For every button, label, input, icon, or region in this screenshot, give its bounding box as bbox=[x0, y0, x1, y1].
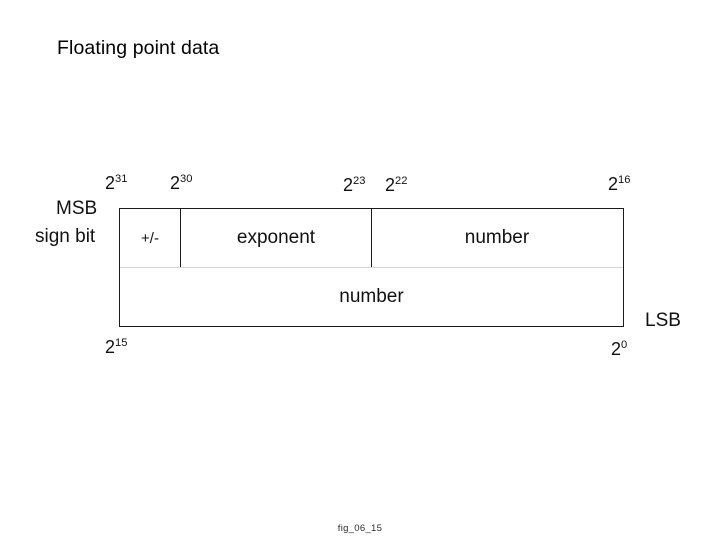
bit-tick-exponent: 30 bbox=[180, 173, 193, 185]
bitfield-cell-number-low: number bbox=[339, 286, 404, 307]
bitfield-row-lower-word: number bbox=[120, 268, 623, 326]
sign-bit-label: sign bit bbox=[35, 226, 96, 247]
bit-tick-base: 2 bbox=[608, 174, 619, 194]
page-title: Floating point data bbox=[57, 37, 220, 59]
bitfield-cell-number-high: number bbox=[464, 227, 530, 248]
bit-tick-exponent: 23 bbox=[353, 175, 366, 187]
bit-tick-2-22: 222 bbox=[385, 175, 408, 195]
bit-tick-base: 2 bbox=[105, 337, 116, 357]
figure-caption: fig_06_15 bbox=[337, 523, 383, 534]
bit-tick-base: 2 bbox=[385, 175, 396, 195]
bit-tick-2-23: 223 bbox=[343, 175, 366, 195]
bitfield-box: +/- exponent number number bbox=[119, 208, 624, 327]
bit-tick-2-31: 231 bbox=[105, 173, 128, 193]
bit-tick-exponent: 0 bbox=[621, 339, 628, 351]
bit-tick-2-30: 230 bbox=[170, 173, 193, 193]
bit-tick-2-16: 216 bbox=[608, 174, 631, 194]
bitfield-cell-exponent: exponent bbox=[181, 209, 372, 267]
bit-tick-exponent: 22 bbox=[395, 175, 408, 187]
bitfield-row-upper-word: +/- exponent number bbox=[120, 209, 623, 268]
lsb-label: LSB bbox=[645, 310, 681, 331]
bit-tick-base: 2 bbox=[105, 173, 116, 193]
bit-tick-base: 2 bbox=[170, 173, 181, 193]
bitfield-cell-sign: +/- bbox=[120, 209, 181, 267]
bit-tick-base: 2 bbox=[343, 175, 354, 195]
msb-label: MSB bbox=[56, 198, 98, 219]
bit-tick-2-0: 20 bbox=[611, 339, 628, 359]
bit-tick-exponent: 16 bbox=[618, 174, 631, 186]
bit-tick-exponent: 31 bbox=[115, 173, 128, 185]
bit-tick-base: 2 bbox=[611, 339, 622, 359]
bit-tick-exponent: 15 bbox=[115, 337, 128, 349]
bit-tick-2-15: 215 bbox=[105, 337, 128, 357]
